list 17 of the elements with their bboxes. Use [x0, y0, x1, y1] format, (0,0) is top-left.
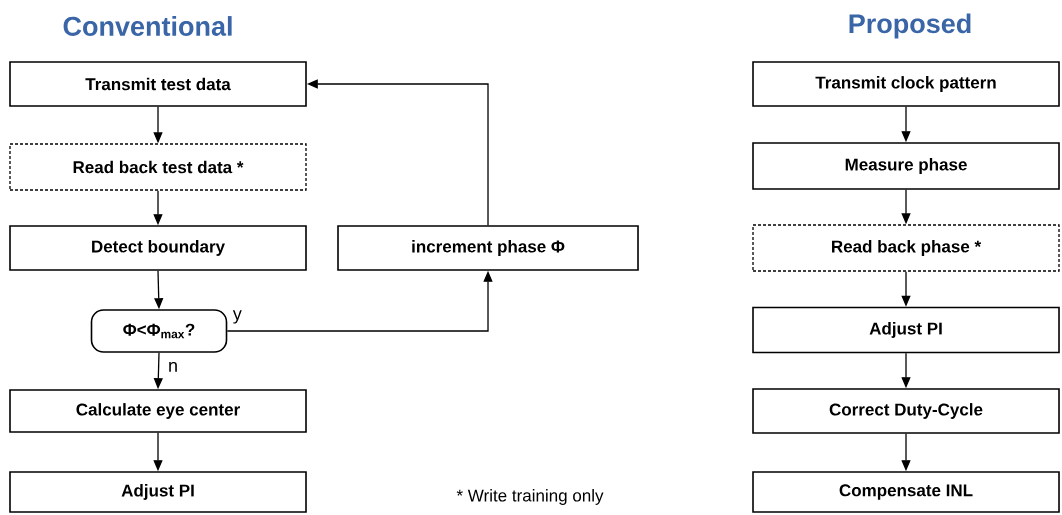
optional-step-box: Read back phase *	[752, 224, 1060, 272]
process-box: Measure phase	[752, 142, 1060, 190]
process-box: Transmit clock pattern	[752, 61, 1060, 107]
edge-label: y	[231, 309, 243, 325]
process-box: Adjust PI	[9, 471, 307, 513]
process-box: Adjust PI	[752, 306, 1060, 354]
edge-label: n	[167, 360, 179, 373]
decision-box: Φ<Φ$_{max}$?	[90, 309, 228, 353]
heading: Conventional	[63, 16, 232, 36]
process-box: Detect boundary	[9, 225, 307, 271]
process-box: increment phase Φ	[337, 225, 639, 271]
process-box: Correct Duty-Cycle	[752, 388, 1060, 434]
process-box: Calculate eye center	[9, 389, 307, 433]
optional-step-box: Read back test data *	[9, 143, 307, 191]
footnote: * Write training only	[456, 489, 604, 505]
process-box: Transmit test data	[9, 61, 307, 107]
process-box: Compensate INL	[752, 471, 1060, 513]
